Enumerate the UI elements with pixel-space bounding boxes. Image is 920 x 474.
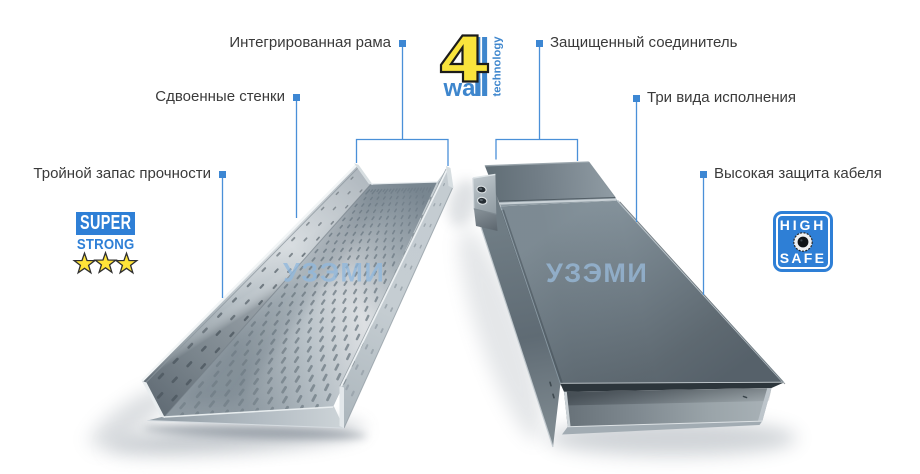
callout-line-protected-connector bbox=[495, 46, 579, 161]
star-icon bbox=[93, 251, 118, 274]
callout-label: Тройной запас прочности bbox=[33, 165, 211, 182]
three-stars-rating bbox=[72, 251, 139, 275]
callout-triple-strength: Тройной запас прочности bbox=[33, 165, 226, 183]
connector-screw-top bbox=[476, 185, 487, 194]
strong-label: STRONG bbox=[76, 236, 135, 253]
callout-square-icon bbox=[293, 94, 300, 101]
callout-square-icon bbox=[219, 171, 226, 178]
right-tray bbox=[472, 161, 786, 448]
logo-digit-shape bbox=[439, 34, 490, 83]
connector-screw-bottom bbox=[476, 196, 488, 205]
callout-three-versions: Три вида исполнения bbox=[633, 89, 796, 107]
callout-label: Интегрированная рама bbox=[229, 34, 391, 51]
callout-double-walls: Сдвоенные стенки bbox=[155, 88, 300, 106]
super-strong-badge: SUPER bbox=[76, 212, 135, 235]
callout-integrated-frame: Интегрированная рама bbox=[229, 34, 406, 52]
safe-label: SAFE bbox=[779, 250, 827, 266]
callout-line-integrated-frame bbox=[355, 46, 449, 166]
callout-label: Сдвоенные стенки bbox=[155, 88, 285, 105]
callout-lines bbox=[221, 46, 705, 298]
screw-icon bbox=[793, 231, 813, 252]
callout-label: Три вида исполнения bbox=[647, 89, 796, 106]
badge-inner-border bbox=[776, 214, 830, 269]
logo-digit: 4 bbox=[448, 27, 482, 94]
watermark-right: УЗЭМИ bbox=[546, 258, 648, 288]
callout-square-icon bbox=[399, 40, 406, 47]
left-tray-right-wall-outer bbox=[341, 167, 453, 428]
callout-protected-connector: Защищенный соединитель bbox=[536, 34, 737, 52]
logo-subtext: technology bbox=[492, 36, 504, 97]
high-label: HIGH bbox=[779, 217, 827, 233]
high-safe-badge: HIGH SAFE bbox=[773, 211, 833, 272]
callout-square-icon bbox=[633, 95, 640, 102]
watermark-left: УЗЭМИ bbox=[283, 258, 385, 288]
super-label: SUPER bbox=[79, 212, 132, 234]
star-icon bbox=[72, 251, 97, 275]
connector-bracket bbox=[472, 173, 498, 231]
callout-square-icon bbox=[700, 171, 707, 178]
callout-square-icon bbox=[536, 40, 543, 47]
callout-cable-protection: Высокая защита кабеля bbox=[700, 165, 882, 183]
left-tray bbox=[141, 163, 454, 429]
callout-label: Защищенный соединитель bbox=[550, 34, 738, 51]
left-tray-outer-wall-perforation bbox=[345, 182, 446, 397]
strong-badge: STRONG bbox=[72, 236, 139, 254]
right-tray-open-end bbox=[560, 381, 784, 435]
callout-label: Высокая защита кабеля bbox=[714, 165, 882, 182]
right-tray-left-wall bbox=[477, 180, 561, 447]
right-tray-cover-far bbox=[484, 162, 616, 202]
logo-4wall: wall 4 technology bbox=[439, 27, 504, 102]
star-icon bbox=[114, 251, 139, 275]
left-tray-front-edge bbox=[147, 406, 344, 428]
